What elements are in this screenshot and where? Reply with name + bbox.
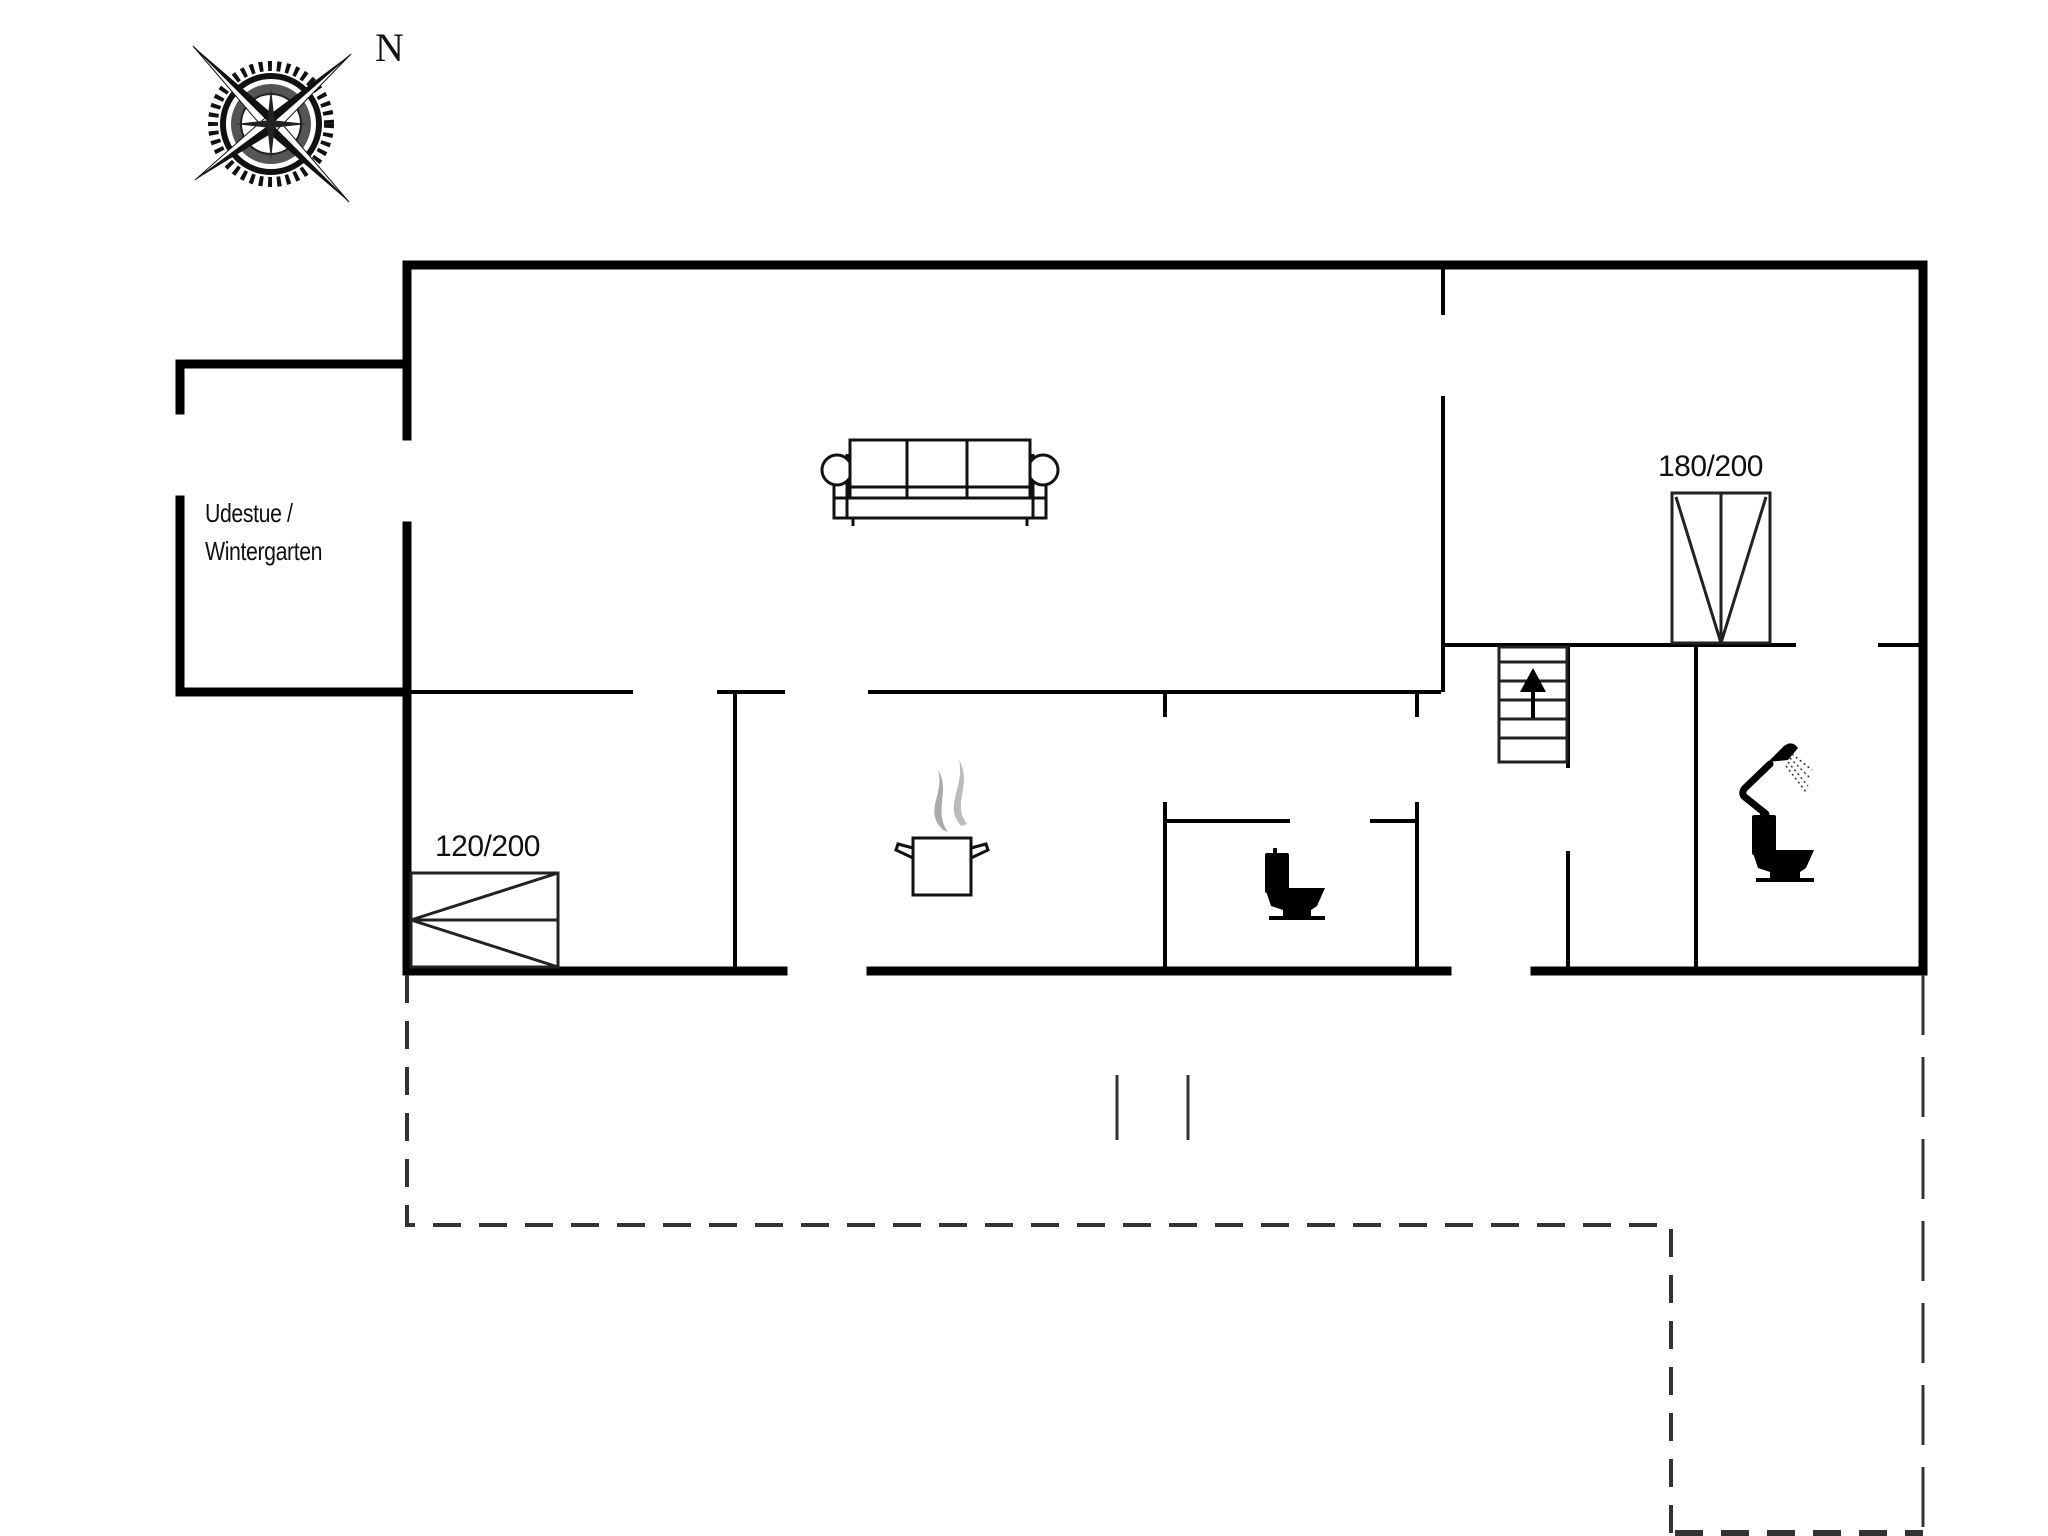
shower-icon bbox=[1739, 743, 1813, 818]
sunroom-label-line1: Udestue / bbox=[205, 498, 293, 528]
compass-rose-icon bbox=[192, 45, 352, 203]
interior-walls bbox=[407, 265, 1923, 971]
terrace-outline bbox=[405, 975, 1925, 1536]
toilet-icon bbox=[1752, 810, 1814, 882]
double-bed-icon bbox=[1670, 491, 1772, 645]
exterior-walls bbox=[175, 260, 1928, 976]
single-bed-icon bbox=[409, 871, 560, 969]
sunroom-label-line2: Wintergarten bbox=[205, 536, 323, 566]
cooking-pot-icon bbox=[894, 760, 990, 897]
bed-size-label-large: 180/200 bbox=[1658, 450, 1763, 483]
north-label: N bbox=[375, 25, 404, 70]
sofa-icon bbox=[820, 438, 1060, 526]
staircase-up-icon bbox=[1497, 645, 1569, 764]
bed-size-label-small: 120/200 bbox=[435, 830, 540, 863]
toilet-icon bbox=[1265, 848, 1325, 920]
